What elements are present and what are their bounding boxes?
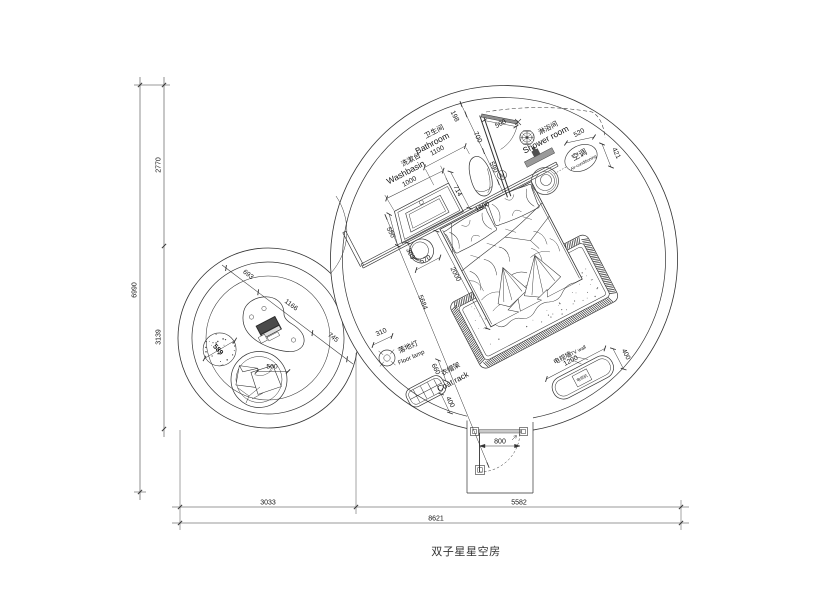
svg-text:714: 714 <box>451 184 463 197</box>
svg-text:520: 520 <box>573 127 586 139</box>
svg-text:双子星星空房: 双子星星空房 <box>431 544 501 558</box>
svg-text:400: 400 <box>620 348 632 361</box>
svg-text:198: 198 <box>449 110 460 123</box>
svg-text:700: 700 <box>472 131 483 144</box>
svg-text:310: 310 <box>375 327 388 338</box>
svg-text:421: 421 <box>610 147 621 160</box>
svg-text:303: 303 <box>404 247 416 260</box>
svg-text:5582: 5582 <box>511 500 527 507</box>
svg-text:2770: 2770 <box>156 157 163 173</box>
svg-text:M: M <box>500 174 505 180</box>
svg-text:500: 500 <box>266 364 278 371</box>
svg-text:500: 500 <box>494 118 507 130</box>
svg-text:550: 550 <box>385 226 397 239</box>
svg-text:660: 660 <box>430 363 442 376</box>
svg-text:3139: 3139 <box>156 329 163 345</box>
svg-text:3033: 3033 <box>260 500 276 507</box>
svg-text:800: 800 <box>494 439 506 446</box>
svg-text:电视机: 电视机 <box>575 372 588 383</box>
svg-text:570: 570 <box>419 254 432 266</box>
svg-text:400: 400 <box>444 396 456 409</box>
svg-text:590: 590 <box>488 161 499 174</box>
svg-text:8621: 8621 <box>428 516 444 523</box>
svg-text:6990: 6990 <box>132 282 139 298</box>
